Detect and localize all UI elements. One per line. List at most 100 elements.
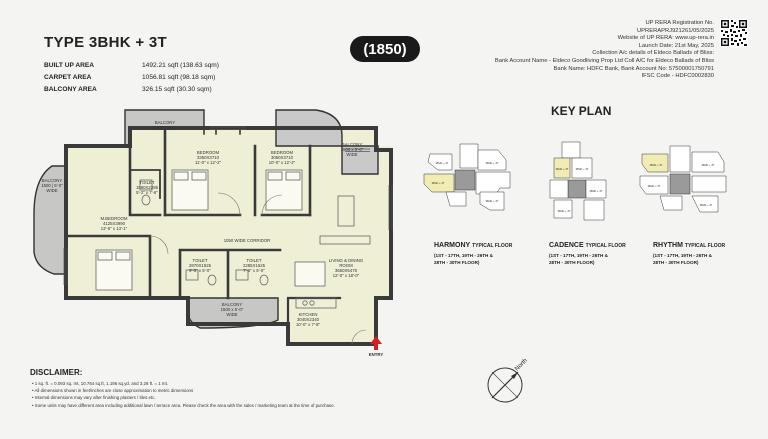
key-plan-floors-line: 28TH - 30TH FLOOR) xyxy=(653,260,699,265)
room-label: 1050 WIDE CORRIDOR xyxy=(224,238,271,243)
room-label: M.BEDROOM xyxy=(101,216,128,221)
walls xyxy=(64,126,393,346)
room-label: 12'-0" x 18'-0" xyxy=(333,273,360,278)
room-label: 7'-6" x 5'-0" xyxy=(243,268,265,273)
room-label: WIDE xyxy=(346,152,357,157)
entry-arrow-icon xyxy=(370,336,382,350)
room-label: WIDE xyxy=(226,312,237,317)
room-label: TOILET xyxy=(193,258,208,263)
entry-label: ENTRY xyxy=(369,352,384,357)
compass-icon: North xyxy=(487,358,529,403)
key-plan-floors-line: (1ST - 17TH, 19TH - 26TH & xyxy=(653,253,712,258)
room-label: 5'-2" x 7'-6" xyxy=(136,190,158,195)
key-unit-label: 3BHK + 3T xyxy=(558,209,571,213)
key-unit-label: 3BHK + 3T xyxy=(650,163,663,167)
room-label: 3650X5475 xyxy=(335,268,358,273)
key-plan-rhythm: 3BHK + 3T 3BHK + 3T 3BHK + 3T 3BHK + 3T xyxy=(639,145,727,213)
room-label: 11'-0" x 12'-2" xyxy=(195,160,222,165)
rera-info: UP RERA Registration No. UPRERAPRJ921261… xyxy=(424,20,714,81)
rera-line: Bank Account Name - Eldeco Goodliving Pr… xyxy=(494,57,714,64)
furniture xyxy=(95,169,371,309)
room-label: 3350X3710 xyxy=(197,155,220,160)
area-label: CARPET AREA xyxy=(44,74,92,81)
room-label: 9'-5" x 5'-0" xyxy=(189,268,211,273)
key-plan-floors-line: 28TH - 30TH FLOOR) xyxy=(434,260,480,265)
key-plan-floors: (1ST - 17TH, 19TH - 26TH &28TH - 30TH FL… xyxy=(549,252,608,266)
area-label: BALCONY AREA xyxy=(44,86,97,93)
disclaimer-note: All dimensions shown in feet/inches are … xyxy=(32,387,335,394)
room-label: 10'-0" x 7'-8" xyxy=(296,322,321,327)
doors xyxy=(149,192,367,345)
north-label: North xyxy=(514,358,529,373)
key-plan-suffix: TYPICAL FLOOR xyxy=(585,243,626,249)
area-table: BUILT UP AREA 1492.21 sqft (138.63 sqm) C… xyxy=(44,60,219,96)
rera-line: UPRERAPRJ921261/05/2025 xyxy=(636,27,714,34)
disclaimer-notes: 1 sq. ft. = 0.093 sq. mt, 10.764 sq.ft, … xyxy=(32,380,335,409)
key-unit-label: 3BHK + 3T xyxy=(648,184,661,188)
rera-line: Launch Date: 21st May, 2025 xyxy=(638,42,714,49)
key-plan-floors: (1ST - 17TH, 19TH - 26TH & 28TH - 30TH FL… xyxy=(653,252,712,266)
room-label: 13'-6" x 13'-1" xyxy=(101,226,128,231)
key-plan-tower: HARMONY xyxy=(434,242,471,249)
key-unit-label: 3BHK + 3T xyxy=(556,167,569,171)
entry-marker: ENTRY xyxy=(369,336,384,357)
room-label: BALCONY xyxy=(342,142,363,147)
rera-line: UP RERA Registration No. xyxy=(645,20,714,26)
unit-type-title: TYPE 3BHK + 3T xyxy=(44,34,167,51)
unit-number-badge: (1850) xyxy=(350,36,420,62)
disclaimer-note: Some units may have different area inclu… xyxy=(32,402,335,409)
key-plan-name: HARMONY TYPICAL FLOOR xyxy=(434,242,512,249)
area-value: 1492.21 sqft (138.63 sqm) xyxy=(142,62,219,69)
room-label: 1500 x 5'-0" xyxy=(154,125,177,130)
area-row: BUILT UP AREA 1492.21 sqft (138.63 sqm) xyxy=(44,60,219,72)
key-plan-suffix: TYPICAL FLOOR xyxy=(472,243,513,249)
area-label: BUILT UP AREA xyxy=(44,62,95,69)
key-plan-suffix: TYPICAL FLOOR xyxy=(684,243,726,249)
room-label: 10'-0" x 12'-2" xyxy=(269,160,296,165)
rera-line: Bank Name: HDFC Bank, Bank Account No: 5… xyxy=(553,65,714,72)
room-label: BEDROOM xyxy=(197,150,220,155)
room-label: BEDROOM xyxy=(271,150,294,155)
key-plan-name: RHYTHM TYPICAL FLOOR xyxy=(653,242,725,249)
area-value: 326.15 sqft (30.30 sqm) xyxy=(142,86,212,93)
qr-code-icon xyxy=(720,19,748,47)
room-label: 3050X3710 xyxy=(271,155,294,160)
room-label: BALCONY xyxy=(222,302,243,307)
room-label: WIDE xyxy=(46,188,57,193)
room-label: 2870X1525 xyxy=(189,263,212,268)
key-unit-label: 3BHK + 3T xyxy=(486,161,499,165)
room-label: 2285X1525 xyxy=(243,263,266,268)
key-unit-label: 3BHK + 3T xyxy=(576,167,589,171)
room-label: 1580X2285 xyxy=(136,185,159,190)
key-plan-tower: CADENCE xyxy=(549,242,584,249)
room-label: BALCONY xyxy=(155,120,176,125)
key-plan-name: CADENCE TYPICAL FLOOR xyxy=(549,242,626,249)
key-unit-label: 3BHK + 3T xyxy=(700,203,713,207)
rera-line: Collection A/c details of Eldeco Ballads… xyxy=(592,50,714,57)
key-unit-label: 3BHK + 3T xyxy=(436,161,449,165)
key-unit-label: 3BHK + 3T xyxy=(432,181,445,185)
room-label: ROOM xyxy=(339,263,353,268)
windows xyxy=(63,126,393,285)
room-labels: BALCONY 1500 x 5'-0" BALCONY 1500 x 5'-0… xyxy=(41,120,364,327)
room-label: 3040X2340 xyxy=(297,317,320,322)
room-label: LIVING & DINING xyxy=(329,258,364,263)
room-label: 1500 | 5'-0" xyxy=(41,183,63,188)
key-unit-label: 3BHK + 3T xyxy=(486,199,499,203)
key-plan-floors-line: (1ST - 17TH, 19TH - 26TH & xyxy=(434,253,493,258)
key-unit-label: 3BHK + 3T xyxy=(702,163,715,167)
key-unit-label: 3BHK + 3T xyxy=(590,189,603,193)
room-label: 1500 x 5'-0" xyxy=(221,307,244,312)
room-label: BALCONY xyxy=(42,178,63,183)
rera-line: IFSC Code - HDFC0002830 xyxy=(641,73,715,80)
key-plan-harmony: 3BHK + 3T 3BHK + 3T 3BHK + 3T 3BHK + 3T xyxy=(423,143,511,211)
room-label: TOILET xyxy=(247,258,262,263)
room-label: TOILET xyxy=(140,180,155,185)
disclaimer-note: 1 sq. ft. = 0.093 sq. mt, 10.764 sq.ft, … xyxy=(32,380,335,387)
room-label: KITCHEN xyxy=(299,312,318,317)
disclaimer-title: DISCLAIMER: xyxy=(30,368,83,377)
key-plan-cadence: 3BHK + 3T 3BHK + 3T 3BHK + 3T 3BHK + 3T xyxy=(549,141,607,221)
